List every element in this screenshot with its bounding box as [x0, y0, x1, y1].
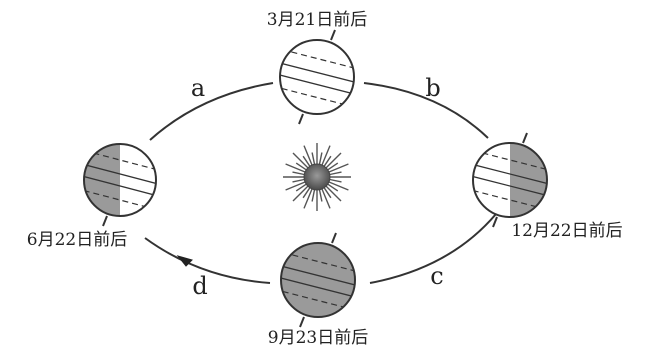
segment-label-a: a	[191, 74, 205, 102]
sun-icon	[283, 143, 351, 211]
sun-ray	[328, 163, 349, 173]
orbit-arrow-icon	[176, 255, 193, 267]
earth-september	[280, 232, 356, 328]
orbit-arc-c	[369, 213, 497, 284]
earth-june	[83, 143, 157, 227]
sun-ray	[295, 183, 307, 192]
sun-ray	[318, 189, 323, 202]
sun-ray	[318, 152, 323, 165]
sun-ray	[303, 188, 313, 209]
sun-ray	[303, 145, 313, 166]
earth-march	[279, 29, 355, 125]
sun-ray	[292, 185, 309, 202]
sun-ray	[323, 155, 332, 167]
sun-ray	[285, 181, 306, 191]
orbit-arc-b	[363, 82, 489, 139]
segment-label-b: b	[425, 74, 440, 102]
sun-ray	[285, 163, 306, 173]
sun-ray	[302, 155, 311, 167]
sun-ray	[329, 178, 342, 183]
sun-ray	[321, 145, 331, 166]
sun-ray	[327, 183, 339, 192]
label-march: 3月21日前后	[267, 10, 367, 30]
sun-ray	[325, 185, 342, 202]
sun-ray	[321, 188, 331, 209]
sun-ray	[327, 162, 339, 171]
sun-ray	[292, 178, 305, 183]
sun-ray	[323, 187, 332, 199]
label-september: 9月23日前后	[268, 328, 368, 348]
label-june: 6月22日前后	[27, 230, 127, 250]
earth-december	[472, 132, 548, 228]
orbit-arc-d	[144, 237, 271, 284]
label-december: 12月22日前后	[511, 221, 622, 241]
segment-label-c: c	[430, 262, 443, 290]
sun-ray	[325, 152, 342, 169]
segment-label-d: d	[192, 272, 207, 300]
sun-ray	[292, 171, 305, 176]
sun-ray	[328, 181, 349, 191]
orbit-arc-a	[149, 82, 274, 141]
sun-ray	[292, 152, 309, 169]
sun-ray	[329, 171, 342, 176]
sun-ray	[311, 152, 316, 165]
sun-ray	[311, 189, 316, 202]
sun-ray	[295, 162, 307, 171]
sun-ray	[302, 187, 311, 199]
